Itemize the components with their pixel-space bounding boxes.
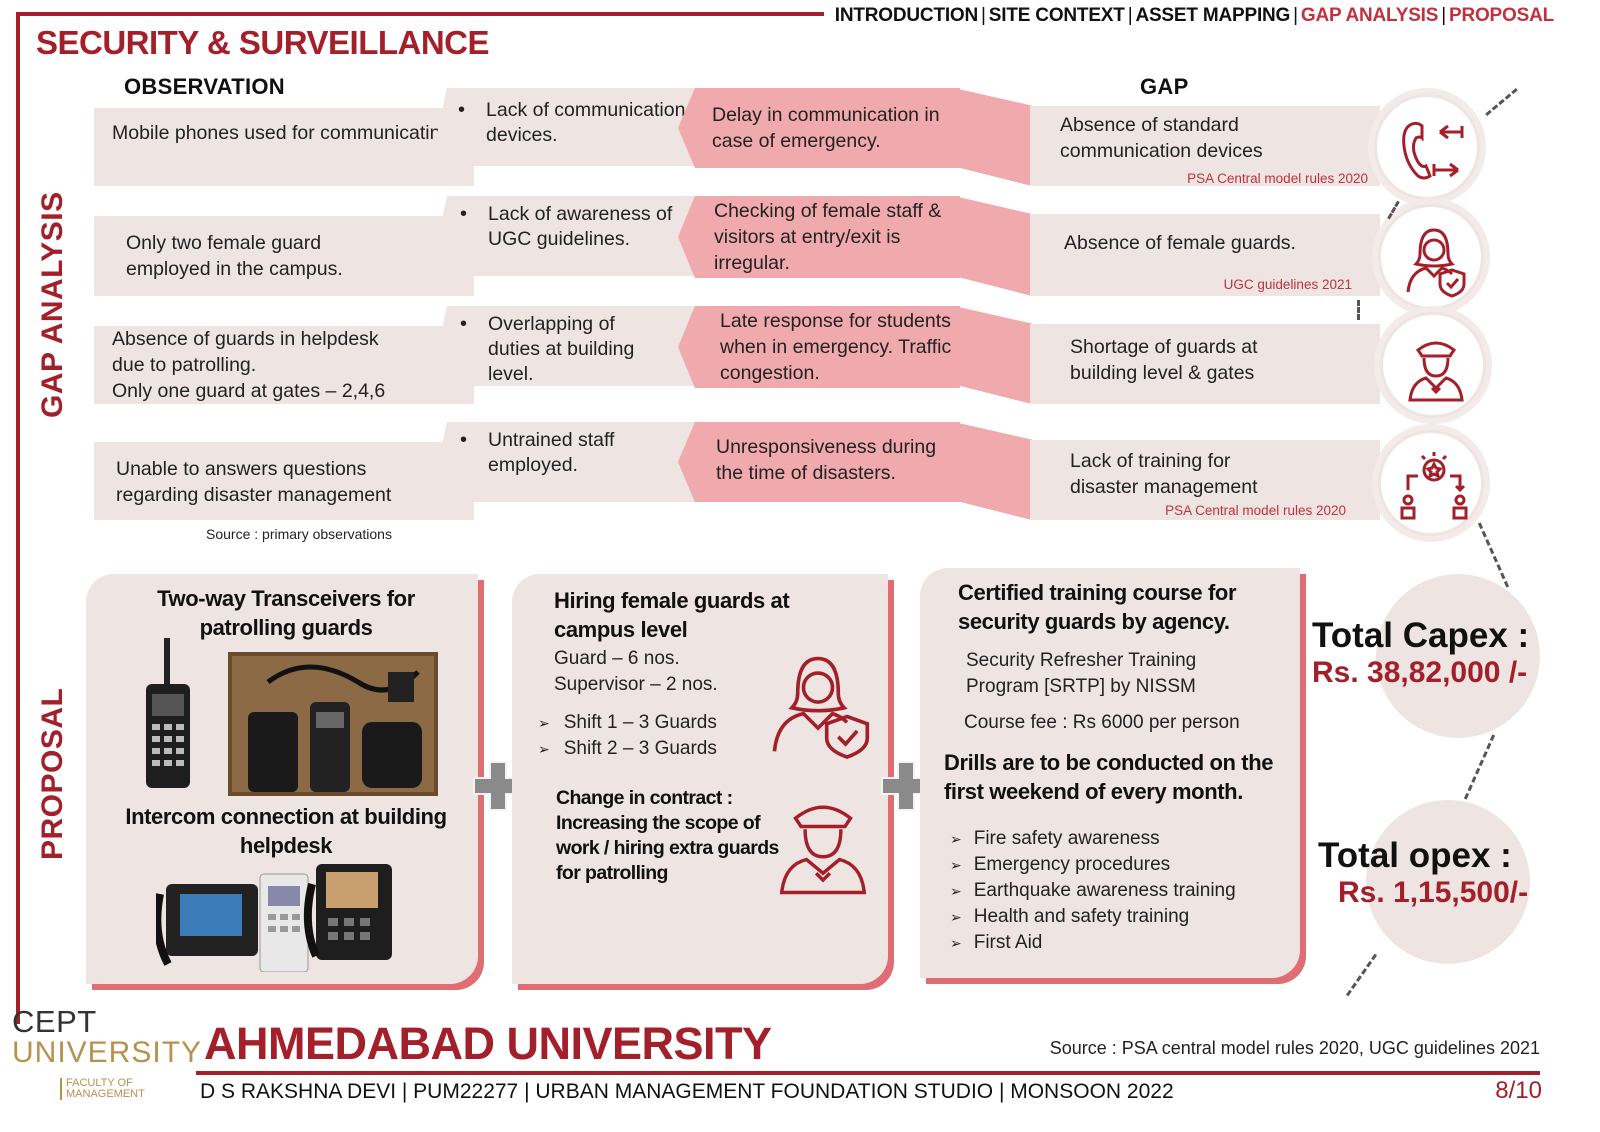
footer-line	[196, 1071, 1540, 1075]
observation-cell: Only two female guard employed in the ca…	[94, 216, 474, 296]
proposal-card-female-guards: Hiring female guards at campus level Gua…	[512, 574, 888, 984]
gap-cell: Lack of training for disaster management…	[1030, 440, 1380, 520]
shift-item: ➢Shift 2 – 3 Guards	[538, 738, 717, 759]
card-subtitle: Intercom connection at building helpdesk	[125, 804, 447, 858]
dashed-connector	[1485, 87, 1518, 117]
gap-cell: Absence of female guards. UGC guidelines…	[1030, 214, 1380, 296]
training-icon	[1378, 430, 1484, 536]
observation-cell: Unable to answers questions regarding di…	[94, 442, 474, 520]
staff-line: Supervisor – 2 nos.	[554, 674, 718, 695]
drills-note: Drills are to be conducted on the first …	[944, 750, 1274, 804]
shift-item: ➢Shift 1 – 3 Guards	[538, 712, 717, 733]
faculty-logo-text: FACULTY OF MANAGEMENT	[60, 1078, 180, 1100]
impact-cell: Delay in communication in case of emerge…	[678, 88, 960, 168]
connector-band	[954, 306, 1032, 404]
capex-circle	[1376, 574, 1540, 738]
dashed-connector	[1357, 300, 1360, 320]
proposal-card-training: Certified training course for security g…	[920, 568, 1300, 978]
impact-cell: Checking of female staff & visitors at e…	[678, 196, 960, 278]
plus-icon	[473, 761, 523, 811]
issue-text: Overlapping of duties at building level.	[460, 312, 668, 387]
training-item: ➢Emergency procedures	[950, 854, 1171, 875]
page-number: 8/10	[1495, 1077, 1542, 1104]
capex-label: Total Capex :	[1312, 616, 1530, 655]
frame-top-line	[16, 12, 824, 16]
intercom-phones-image	[156, 864, 392, 972]
footer-source: Source : PSA central model rules 2020, U…	[1049, 1038, 1540, 1058]
issue-text: Lack of communication devices.	[458, 98, 691, 148]
connector-band	[954, 88, 1032, 186]
gap-cell: Shortage of guards at building level & g…	[1030, 324, 1380, 404]
opex-circle	[1366, 800, 1530, 964]
connector-band	[954, 196, 1032, 296]
observation-cell: Mobile phones used for communicating.	[94, 108, 474, 186]
dashed-connector	[1345, 953, 1378, 997]
observation-cell-extra: Only one guard at gates – 2,4,6	[112, 380, 386, 402]
plus-icon	[881, 761, 931, 811]
capex-value: Rs. 38,82,000 /-	[1312, 656, 1528, 689]
proposal-card-transceivers: Two-way Transceivers for patrolling guar…	[86, 574, 478, 984]
impact-cell: Unresponsiveness during the time of disa…	[678, 422, 960, 502]
training-item: ➢Health and safety training	[950, 906, 1190, 927]
connector-band	[954, 422, 1032, 520]
dashed-connector	[1463, 734, 1496, 800]
impact-cell: Late response for students when in emerg…	[678, 306, 960, 388]
training-program: Security Refresher Training Program [SRT…	[966, 650, 1197, 697]
security-guard-icon	[779, 805, 867, 895]
gap-reference: UGC guidelines 2021	[1223, 277, 1352, 292]
cept-logo: CEPT	[12, 1004, 97, 1039]
course-fee: Course fee : Rs 6000 per person	[964, 712, 1240, 733]
training-item: ➢First Aid	[950, 932, 1043, 953]
frame-left-line	[16, 12, 20, 1024]
nav-asset-mapping[interactable]: ASSET MAPPING	[1135, 5, 1291, 26]
training-item: ➢Fire safety awareness	[950, 828, 1160, 849]
university-name: AHMEDABAD UNIVERSITY	[204, 1018, 772, 1069]
radio-handset-image	[146, 638, 190, 788]
contract-note: Change in contract : Increasing the scop…	[556, 787, 779, 884]
nav-introduction[interactable]: INTRODUCTION	[834, 5, 979, 26]
nav-gap-analysis[interactable]: GAP ANALYSIS	[1300, 5, 1439, 26]
gap-header: GAP	[1140, 74, 1189, 99]
proposal-label: PROPOSAL	[36, 687, 69, 860]
issue-text: Lack of awareness of UGC guidelines.	[460, 202, 678, 252]
phone-exchange-icon	[1374, 94, 1480, 200]
female-guard-icon	[772, 656, 870, 760]
gap-reference: PSA Central model rules 2020	[1165, 503, 1346, 518]
nav-proposal[interactable]: PROPOSAL	[1448, 5, 1554, 26]
observation-header: OBSERVATION	[124, 74, 285, 99]
cept-logo-university: UNIVERSITY	[12, 1036, 203, 1069]
source-primary: Source : primary observations	[206, 526, 392, 542]
female-guard-icon	[1378, 204, 1484, 310]
training-item: ➢Earthquake awareness training	[950, 880, 1236, 901]
opex-label: Total opex :	[1318, 836, 1512, 875]
issue-text: Untrained staff employed.	[460, 428, 638, 478]
radio-kit-image	[228, 652, 438, 796]
section-nav: INTRODUCTION|SITE CONTEXT|ASSET MAPPING|…	[834, 5, 1554, 26]
card-title: Two-way Transceivers for patrolling guar…	[157, 586, 415, 640]
card-title: Certified training course for security g…	[958, 580, 1237, 634]
card-title: Hiring female guards at campus level	[554, 588, 790, 642]
nav-site-context[interactable]: SITE CONTEXT	[988, 5, 1125, 26]
security-guard-icon	[1380, 312, 1486, 418]
staff-line: Guard – 6 nos.	[554, 648, 680, 669]
gap-cell: Absence of standard communication device…	[1030, 106, 1380, 186]
page-title: SECURITY & SURVEILLANCE	[36, 24, 490, 61]
training-list: ➢Fire safety awareness ➢Emergency proced…	[950, 826, 1236, 956]
gap-analysis-label: GAP ANALYSIS	[36, 191, 69, 418]
observation-cell: Absence of guards in helpdesk due to pat…	[94, 326, 474, 404]
footer-credits: D S RAKSHNA DEVI | PUM22277 | URBAN MANA…	[200, 1080, 1174, 1103]
opex-value: Rs. 1,15,500/-	[1338, 876, 1529, 909]
gap-reference: PSA Central model rules 2020	[1187, 171, 1368, 186]
